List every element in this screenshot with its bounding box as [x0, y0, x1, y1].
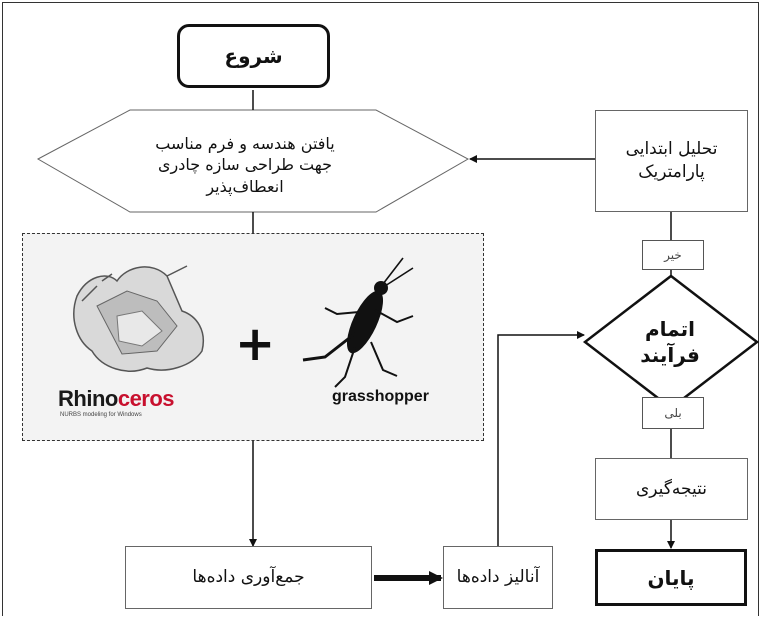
data-analysis-node: آنالیز داده‌ها: [443, 546, 553, 609]
yes-branch-tag: بلی: [642, 397, 704, 429]
start-node: شروع: [177, 24, 330, 88]
end-label: پایان: [647, 565, 695, 590]
rhino-wordmark-part1: Rhino: [58, 386, 118, 411]
process-complete-label: اتمام فرآیند: [640, 317, 700, 367]
rhinoceros-wordmark: Rhinoceros: [58, 386, 175, 412]
no-branch-tag: خیر: [642, 240, 704, 270]
grasshopper-wordmark: grasshopper: [332, 388, 429, 405]
find-geometry-text: یافتن هندسه و فرم مناسب جهت طراحی سازه چ…: [155, 133, 335, 196]
data-analysis-label: آنالیز داده‌ها: [456, 567, 540, 588]
collect-data-node: جمع‌آوری داده‌ها: [125, 546, 372, 609]
plus-sign: +: [235, 316, 276, 372]
find-geometry-hexagon: [36, 109, 470, 213]
yes-branch-label: بلی: [664, 406, 682, 420]
grasshopper-logo-icon: [302, 257, 414, 388]
collect-data-label: جمع‌آوری داده‌ها: [192, 567, 305, 588]
rhino-wordmark-part2: ceros: [117, 386, 175, 411]
rhino-tagline: NURBS modeling for Windows: [60, 412, 142, 418]
connector-analysis-diamond: [497, 331, 585, 546]
conclusion-label: نتیجه‌گیری: [636, 478, 707, 499]
rhino-logo-icon: [73, 265, 204, 372]
initial-parametric-analysis-node: تحلیل ابتدایی پارامتریک: [595, 110, 748, 212]
end-node: پایان: [595, 549, 747, 606]
initial-parametric-analysis-label: تحلیل ابتدایی پارامتریک: [625, 139, 718, 182]
software-tools-panel: +: [22, 233, 484, 441]
find-geometry-label: یافتن هندسه و فرم مناسب جهت طراحی سازه چ…: [110, 110, 380, 220]
no-branch-label: خیر: [664, 248, 682, 262]
conclusion-node: نتیجه‌گیری: [595, 458, 748, 520]
start-label: شروع: [224, 44, 283, 68]
